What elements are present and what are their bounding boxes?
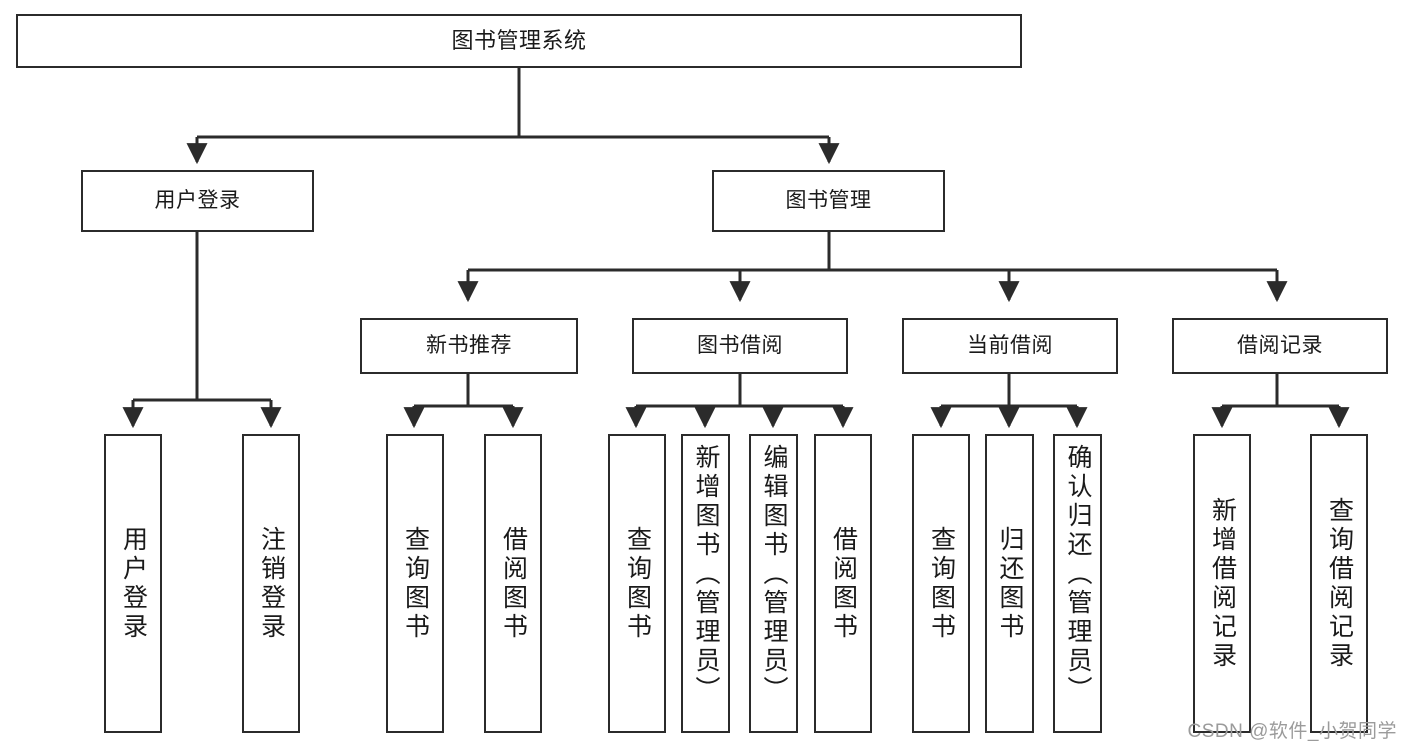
leaf-current-borrow-return-label: 归还图书 [996, 525, 1024, 642]
node-root[interactable]: 图书管理系统 [16, 14, 1022, 68]
node-current-borrow-label: 当前借阅 [967, 333, 1053, 357]
node-book-management[interactable]: 图书管理 [712, 170, 945, 232]
leaf-book-borrow-borrow-label: 借阅图书 [829, 525, 858, 642]
leaf-user-login-login-label: 用户登录 [119, 525, 148, 642]
node-user-login[interactable]: 用户登录 [81, 170, 314, 232]
leaf-book-borrow-query-label: 查询图书 [623, 525, 652, 642]
leaf-borrow-record-query-label: 查询借阅记录 [1325, 496, 1354, 671]
node-borrow-record[interactable]: 借阅记录 [1172, 318, 1388, 374]
leaf-book-borrow-add[interactable]: 新增图书（管理员） [681, 434, 730, 733]
node-book-borrow-label: 图书借阅 [697, 333, 783, 357]
node-root-label: 图书管理系统 [451, 28, 587, 54]
leaf-new-book-query[interactable]: 查询图书 [386, 434, 444, 733]
leaf-borrow-record-add-label: 新增借阅记录 [1208, 496, 1237, 671]
node-book-borrow[interactable]: 图书借阅 [632, 318, 848, 374]
leaf-user-login-login[interactable]: 用户登录 [104, 434, 162, 733]
leaf-book-borrow-edit[interactable]: 编辑图书（管理员） [749, 434, 798, 733]
node-current-borrow[interactable]: 当前借阅 [902, 318, 1118, 374]
leaf-borrow-record-add[interactable]: 新增借阅记录 [1193, 434, 1251, 733]
node-new-book-recommend-label: 新书推荐 [426, 333, 512, 357]
node-borrow-record-label: 借阅记录 [1237, 333, 1323, 357]
leaf-new-book-query-label: 查询图书 [401, 525, 430, 642]
leaf-new-book-borrow[interactable]: 借阅图书 [484, 434, 542, 733]
leaf-current-borrow-query[interactable]: 查询图书 [912, 434, 970, 733]
leaf-book-borrow-borrow[interactable]: 借阅图书 [814, 434, 872, 733]
node-book-management-label: 图书管理 [785, 188, 872, 212]
leaf-book-borrow-query[interactable]: 查询图书 [608, 434, 666, 733]
leaf-current-borrow-confirm[interactable]: 确认归还（管理员） [1053, 434, 1102, 733]
leaf-current-borrow-query-label: 查询图书 [927, 525, 956, 642]
leaf-user-login-logout[interactable]: 注销登录 [242, 434, 300, 733]
leaf-current-borrow-return[interactable]: 归还图书 [985, 434, 1034, 733]
leaf-borrow-record-query[interactable]: 查询借阅记录 [1310, 434, 1368, 733]
leaf-user-login-logout-label: 注销登录 [257, 525, 286, 642]
leaf-new-book-borrow-label: 借阅图书 [499, 525, 528, 642]
leaf-book-borrow-add-label: 新增图书（管理员） [692, 444, 720, 705]
watermark: CSDN @软件_小贺同学 [1187, 721, 1397, 742]
leaf-book-borrow-edit-label: 编辑图书（管理员） [760, 444, 788, 705]
node-new-book-recommend[interactable]: 新书推荐 [360, 318, 578, 374]
leaf-current-borrow-confirm-label: 确认归还（管理员） [1064, 444, 1092, 705]
node-user-login-label: 用户登录 [154, 188, 241, 212]
